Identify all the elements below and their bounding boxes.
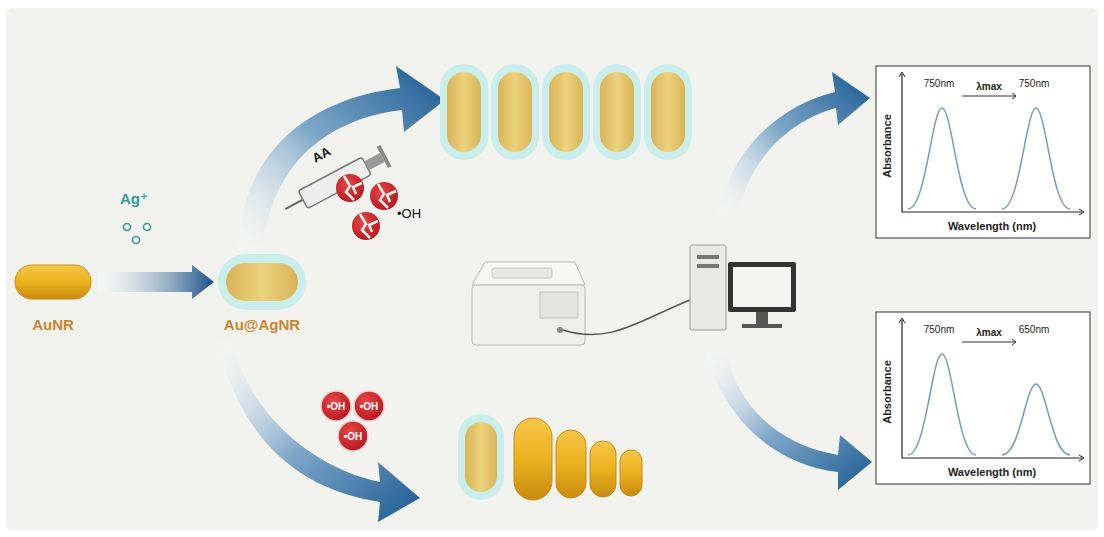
silver-shell [644, 64, 692, 160]
radical-circle: •OH [353, 390, 385, 422]
chart-panel [876, 312, 1090, 484]
nanorod: AuNR [14, 264, 92, 300]
axis-label: Wavelength (nm) [948, 220, 1036, 232]
silver-shell [491, 64, 539, 160]
axis-label: Absorbance [881, 360, 893, 424]
radical-ball [338, 421, 368, 451]
node-shape [14, 264, 92, 300]
axis-label: Absorbance [881, 114, 893, 178]
chart-axes [902, 320, 1082, 458]
peak-label: 750nm [924, 324, 955, 335]
axis-head [899, 72, 1084, 215]
gold-core [226, 263, 298, 301]
gold-rod [15, 265, 91, 299]
silver-shell [542, 64, 590, 160]
rod-label: AuNR [32, 316, 74, 333]
nanorod: Au@AgNR [218, 254, 306, 310]
crack [344, 176, 362, 200]
radical-circle: •OH [320, 390, 352, 422]
spectrum-peak [1002, 384, 1070, 455]
peak-label: 750nm [1019, 78, 1050, 89]
radical-ball [354, 391, 384, 421]
node-shape [218, 254, 306, 310]
chart-axes [902, 74, 1082, 212]
process-arrow [98, 265, 214, 299]
peak-label: λmax [976, 327, 1002, 338]
radical-ball [352, 212, 380, 240]
radical-label: •OH [360, 401, 379, 412]
peak-label: 750nm [924, 78, 955, 89]
radical-ball [370, 182, 398, 210]
spectrum-peak [908, 354, 976, 455]
peak-label: λmax [976, 81, 1002, 92]
silver-shell [593, 64, 641, 160]
silver-shell [440, 64, 488, 160]
radical-ball [336, 174, 364, 202]
spectrum-chart: 750nm λmax 750nmAbsorbanceWavelength (nm) [876, 66, 1090, 238]
crack [360, 214, 378, 238]
gold-core [651, 72, 685, 152]
radical-circle: •OH [337, 420, 369, 452]
crack [378, 184, 396, 208]
peak-label: 650nm [1019, 324, 1050, 335]
gold-core [600, 72, 634, 152]
shift-arrow [962, 339, 1016, 345]
gold-core [549, 72, 583, 152]
radical-label: •OH [397, 206, 421, 221]
rod-label: Au@AgNR [224, 316, 300, 333]
radical-label: •OH [344, 431, 363, 442]
silver-shell [218, 254, 306, 310]
gold-core [498, 72, 532, 152]
shift-arrow [962, 93, 1016, 99]
radical-ball [321, 391, 351, 421]
spectrum-chart: 750nm λmax 650nmAbsorbanceWavelength (nm) [876, 312, 1090, 484]
ion-label: Ag⁺ [120, 190, 148, 208]
spectrum-peak [1002, 108, 1070, 209]
chart-panel [876, 66, 1090, 238]
axis-label: Wavelength (nm) [948, 466, 1036, 478]
spectrum-peak [908, 108, 976, 209]
axis-head [899, 318, 1084, 461]
gold-core [447, 72, 481, 152]
radical-label: •OH [327, 401, 346, 412]
